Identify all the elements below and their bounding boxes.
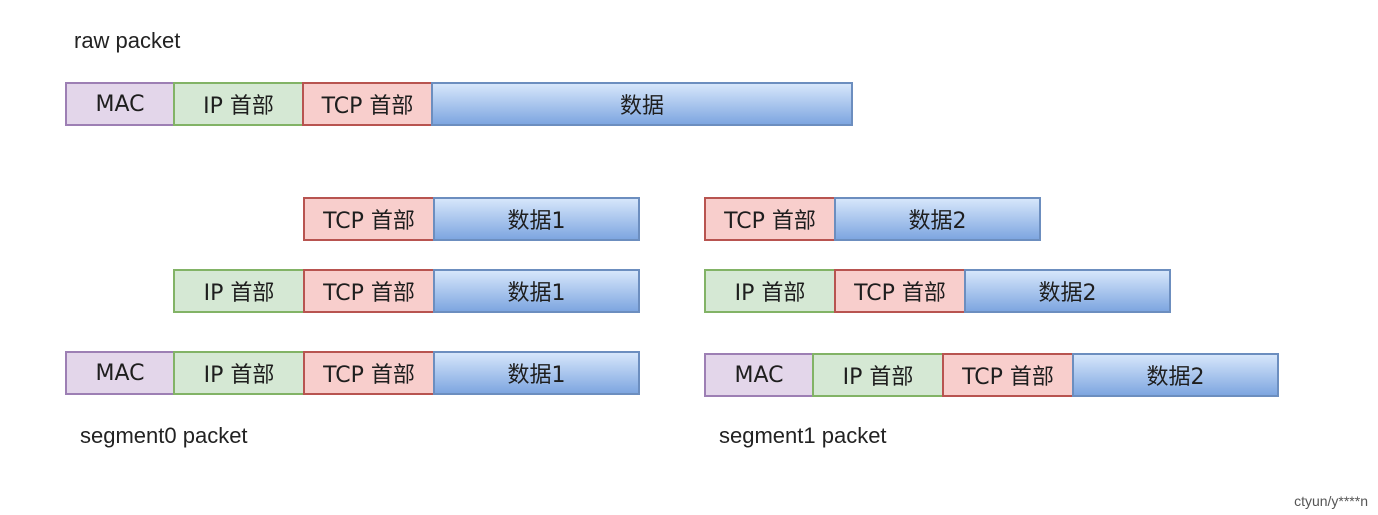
tcp-header-box: TCP 首部 [834, 269, 966, 313]
segment0-tcp-segment: TCP 首部 数据1 [303, 197, 640, 241]
tcp-header-box: TCP 首部 [704, 197, 836, 241]
tcp-header-box: TCP 首部 [303, 351, 435, 395]
tcp-header-box: TCP 首部 [303, 269, 435, 313]
mac-header-box: MAC [65, 351, 175, 395]
data1-box: 数据1 [433, 197, 640, 241]
data2-box: 数据2 [964, 269, 1171, 313]
ip-header-box: IP 首部 [173, 351, 305, 395]
data1-box: 数据1 [433, 269, 640, 313]
watermark: ctyun/y****n [1294, 493, 1368, 509]
segment0-packet: MAC IP 首部 TCP 首部 数据1 [65, 351, 640, 395]
segment1-tcp-segment: TCP 首部 数据2 [704, 197, 1041, 241]
ip-header-box: IP 首部 [173, 82, 304, 126]
segment0-packet-label: segment0 packet [80, 423, 248, 448]
segment1-packet: MAC IP 首部 TCP 首部 数据2 [704, 353, 1279, 397]
data2-box: 数据2 [834, 197, 1041, 241]
mac-header-box: MAC [704, 353, 814, 397]
raw-packet-label: raw packet [74, 28, 181, 53]
tcp-header-box: TCP 首部 [303, 197, 435, 241]
data-box: 数据 [431, 82, 853, 126]
raw-packet: MAC IP 首部 TCP 首部 数据 [65, 82, 853, 126]
tcp-header-box: TCP 首部 [942, 353, 1074, 397]
segment0-ip-datagram: IP 首部 TCP 首部 数据1 [173, 269, 640, 313]
segment1-ip-datagram: IP 首部 TCP 首部 数据2 [704, 269, 1171, 313]
data1-box: 数据1 [433, 351, 640, 395]
data2-box: 数据2 [1072, 353, 1279, 397]
tcp-header-box: TCP 首部 [302, 82, 433, 126]
mac-header-box: MAC [65, 82, 175, 126]
ip-header-box: IP 首部 [704, 269, 836, 313]
ip-header-box: IP 首部 [812, 353, 944, 397]
ip-header-box: IP 首部 [173, 269, 305, 313]
segment1-packet-label: segment1 packet [719, 423, 887, 448]
